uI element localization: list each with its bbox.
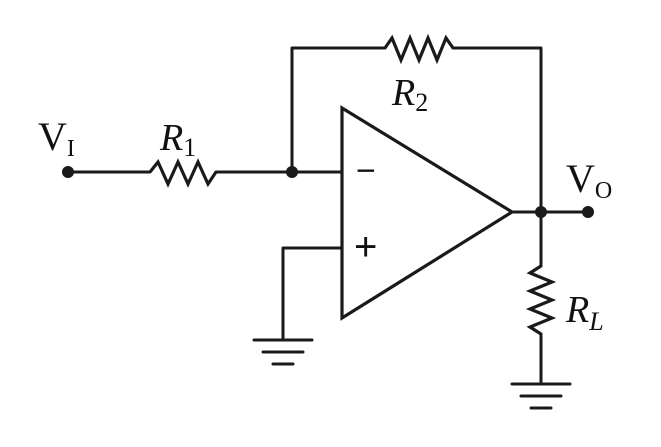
- noninverting-input-wire: [281, 246, 344, 340]
- r1-label: R1: [159, 117, 196, 162]
- ground-symbol-right: [510, 382, 572, 410]
- r2-label: R2: [391, 72, 428, 117]
- resistor-r1: [148, 158, 218, 188]
- input-label: VI: [38, 114, 75, 162]
- resistor-rl: [525, 264, 557, 336]
- inverting-sign: −: [356, 152, 376, 190]
- op-amp: [340, 105, 516, 321]
- feedback-wire-right: [451, 46, 543, 214]
- resistor-r2: [383, 33, 455, 65]
- rl-label: RL: [565, 289, 604, 336]
- output-terminal: [582, 206, 594, 218]
- ground-symbol-left: [252, 338, 314, 366]
- feedback-wire-left: [290, 46, 387, 174]
- noninverting-sign: +: [354, 225, 377, 269]
- output-label: VO: [566, 156, 612, 204]
